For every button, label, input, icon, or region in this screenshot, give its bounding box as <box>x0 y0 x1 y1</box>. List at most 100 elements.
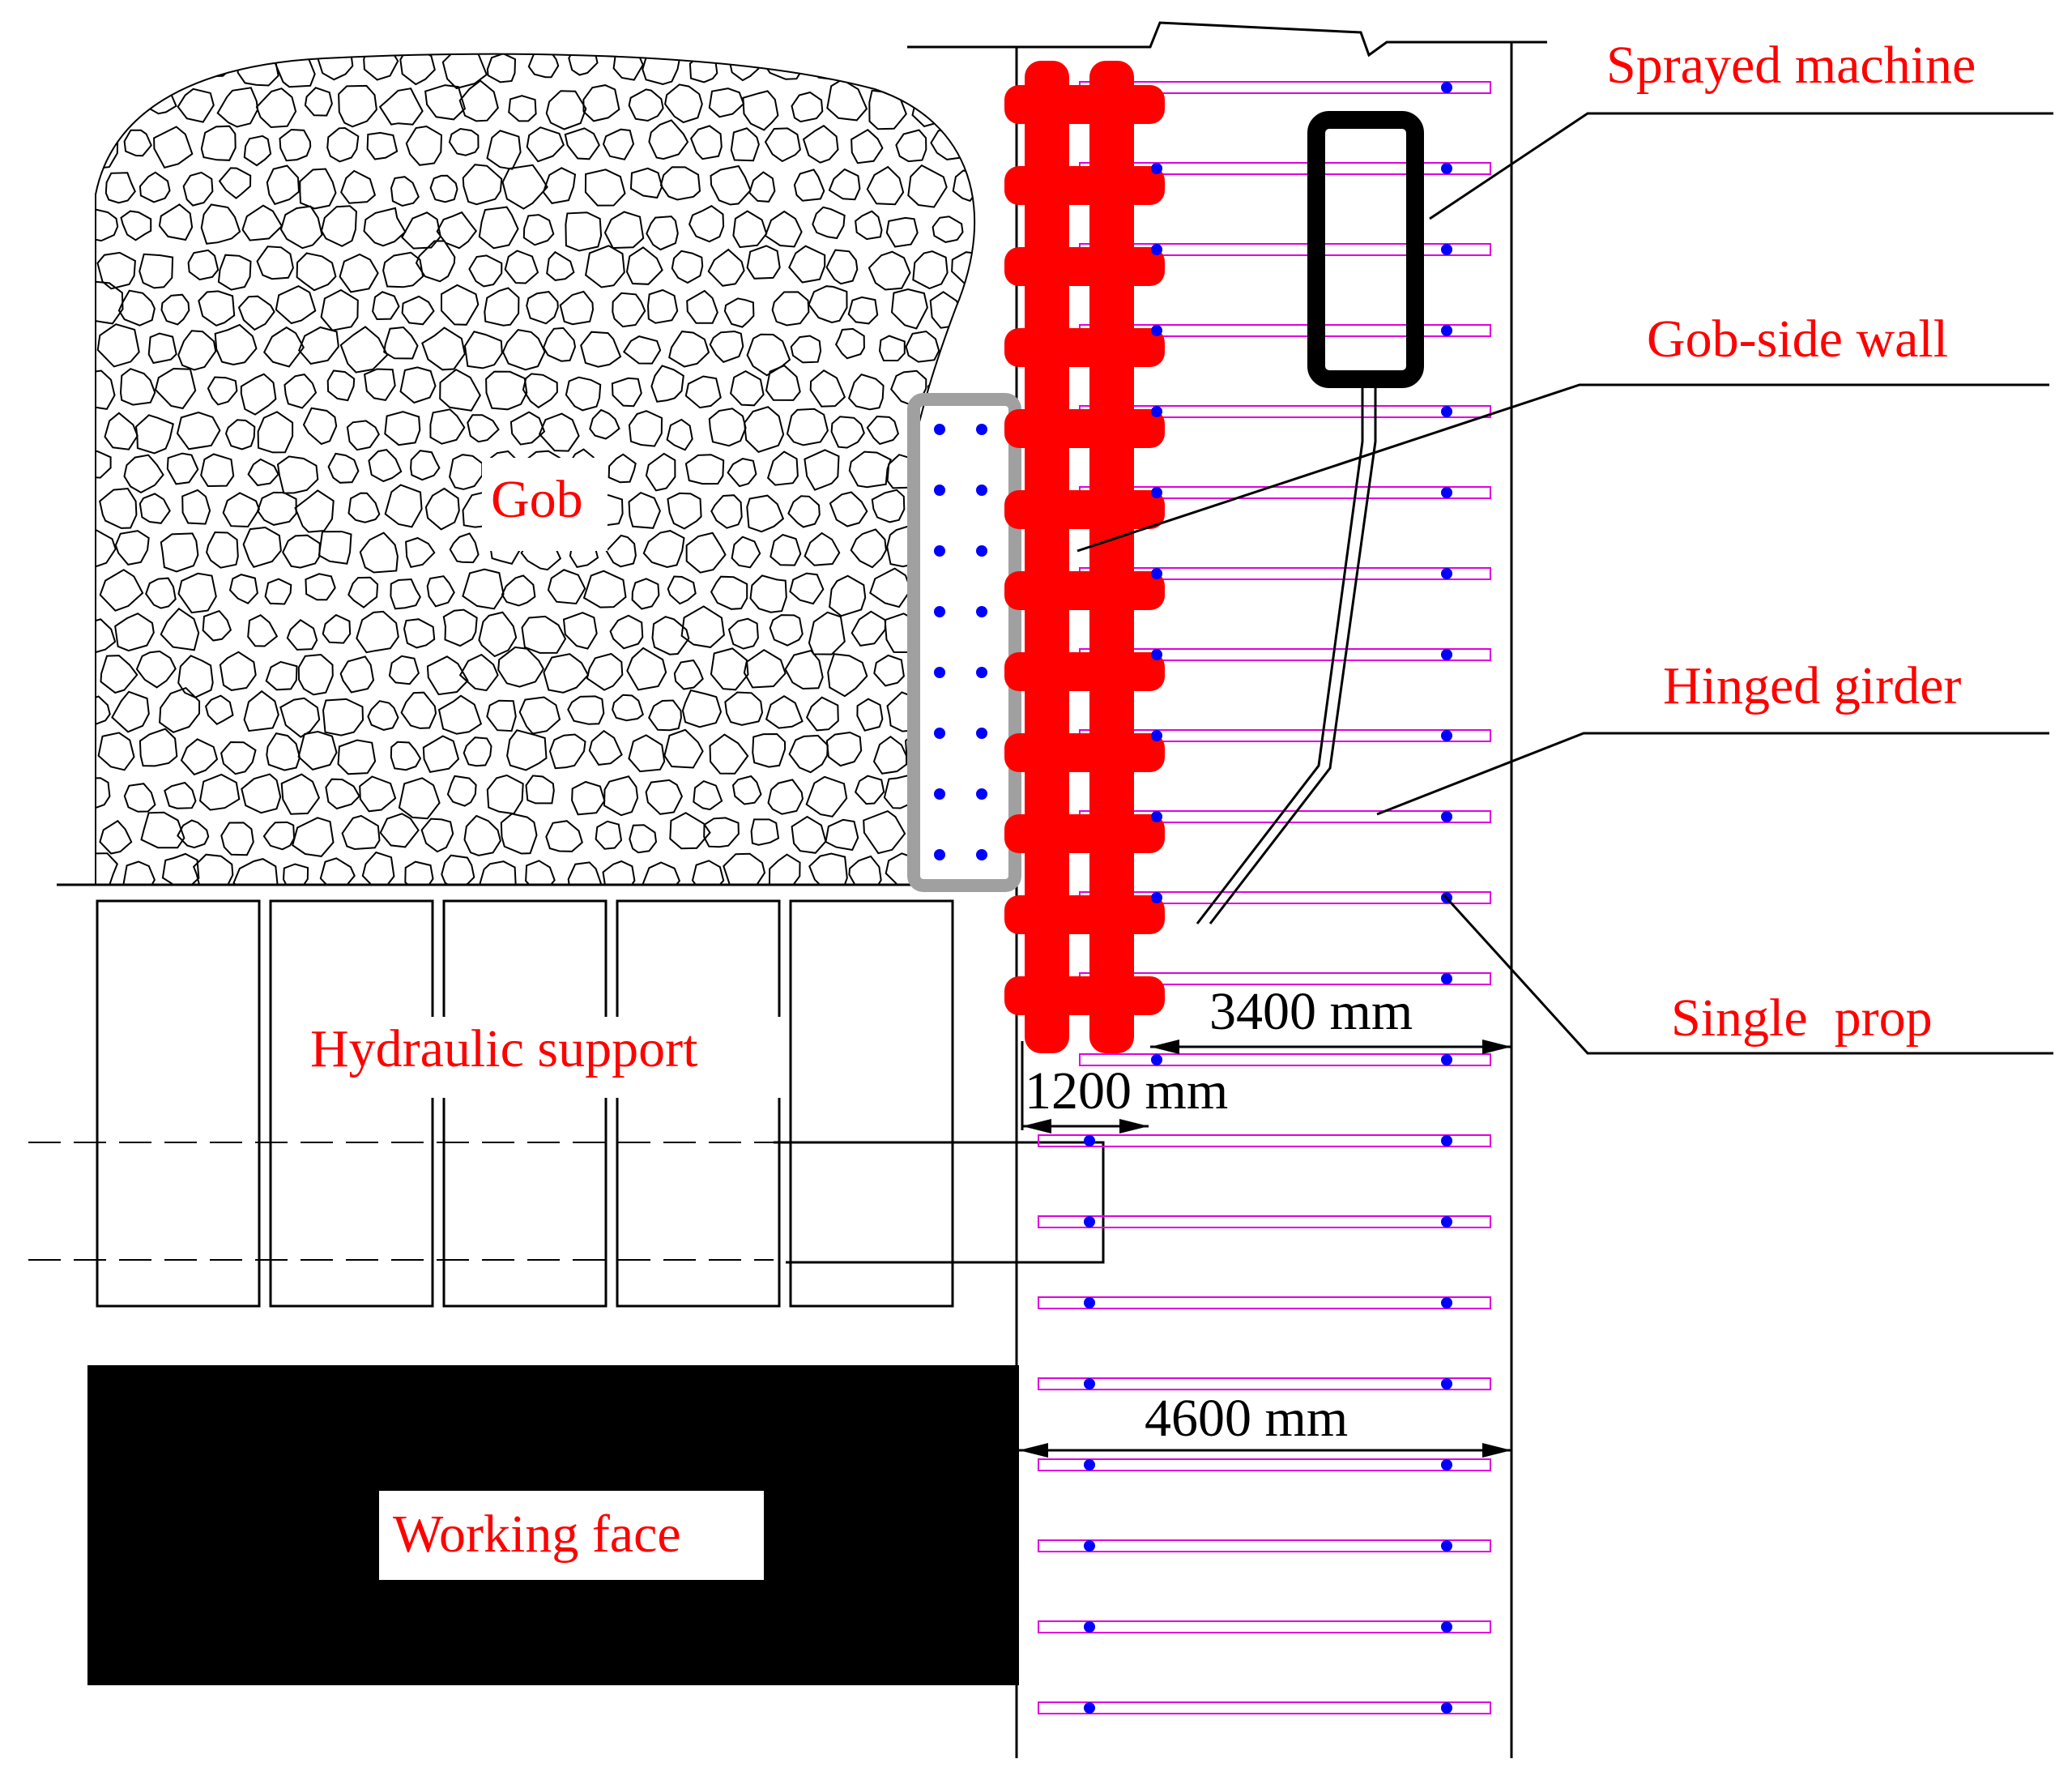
rock <box>104 172 136 204</box>
rock <box>140 811 185 849</box>
rock <box>748 171 776 203</box>
rock <box>642 530 685 569</box>
reinforcement-bolt <box>976 545 987 557</box>
rock <box>96 323 140 368</box>
rock <box>96 777 111 810</box>
rock <box>651 616 690 655</box>
rock <box>809 369 846 408</box>
rock <box>680 605 725 648</box>
rock <box>214 323 258 366</box>
rock <box>847 296 879 325</box>
hydraulic-support-label: Hydraulic support <box>310 1019 697 1078</box>
rock <box>693 779 723 811</box>
rock <box>869 567 912 608</box>
rock <box>326 369 356 402</box>
rock <box>207 376 238 406</box>
rock <box>805 696 839 732</box>
rock <box>398 777 441 820</box>
rock <box>659 166 701 201</box>
rock <box>847 53 884 85</box>
rock <box>746 245 781 280</box>
reinforcement-bolt <box>934 667 945 678</box>
rock <box>953 334 975 362</box>
rock <box>628 410 663 447</box>
rock <box>950 83 975 125</box>
rock <box>935 455 968 490</box>
rock <box>284 374 318 409</box>
rock <box>198 290 236 327</box>
rock <box>746 494 785 533</box>
rock <box>749 574 787 613</box>
rock <box>788 245 826 284</box>
rock <box>341 814 381 851</box>
rock <box>805 775 848 818</box>
rock <box>709 330 744 363</box>
rock <box>667 492 702 530</box>
wall-lug <box>1004 409 1165 448</box>
rock <box>257 491 297 526</box>
rock <box>219 651 257 691</box>
rock <box>730 127 760 162</box>
rock <box>256 245 294 280</box>
rock <box>228 574 258 604</box>
reinforcement-bolt <box>976 667 987 678</box>
rock <box>787 495 821 528</box>
rock <box>100 86 138 124</box>
rock <box>855 210 883 241</box>
rock <box>366 131 399 160</box>
rock <box>828 168 861 201</box>
reinforcement-bolt <box>934 606 945 617</box>
single-prop <box>1441 730 1452 741</box>
rock <box>114 613 155 652</box>
rock <box>509 411 546 446</box>
rock <box>930 617 962 652</box>
rock <box>848 450 892 489</box>
rock <box>339 253 379 293</box>
rock <box>808 852 848 885</box>
rock <box>950 493 975 526</box>
rock <box>160 532 199 573</box>
rock <box>187 249 220 281</box>
rock <box>525 860 556 885</box>
rock <box>851 128 884 164</box>
rock <box>390 741 422 771</box>
rock <box>164 781 197 809</box>
single-prop <box>1151 487 1162 498</box>
rock <box>582 570 627 608</box>
hinged-girder <box>1038 1377 1491 1390</box>
rock <box>442 608 478 647</box>
single-prop <box>1151 325 1162 336</box>
rock <box>681 689 723 728</box>
rock <box>347 492 381 523</box>
rock <box>628 88 664 122</box>
single-prop <box>1151 892 1162 903</box>
rock <box>932 694 961 728</box>
rock <box>825 818 859 852</box>
reinforcement-bolt <box>976 606 987 617</box>
rock <box>441 284 480 326</box>
rock <box>568 53 599 76</box>
rock <box>522 214 555 246</box>
single-prop <box>1441 487 1452 498</box>
rock <box>96 450 112 479</box>
rock <box>139 171 171 203</box>
rock <box>873 654 905 687</box>
rock <box>139 728 178 767</box>
single-prop <box>1084 1621 1095 1633</box>
rock <box>750 818 780 846</box>
rock <box>808 611 846 655</box>
rock <box>153 126 194 169</box>
rock <box>501 329 546 371</box>
reinforcement-bolt <box>934 424 945 435</box>
rock <box>525 775 555 805</box>
single-prop <box>1084 1297 1095 1309</box>
rock <box>401 295 435 326</box>
rock <box>565 376 602 412</box>
rock <box>368 449 403 483</box>
hinged-girder <box>1038 1296 1491 1309</box>
rock <box>812 206 846 240</box>
rock <box>426 575 455 608</box>
rock <box>912 250 949 290</box>
reinforcement-bolt <box>934 728 945 739</box>
gob-side-wall <box>1004 61 1165 1053</box>
